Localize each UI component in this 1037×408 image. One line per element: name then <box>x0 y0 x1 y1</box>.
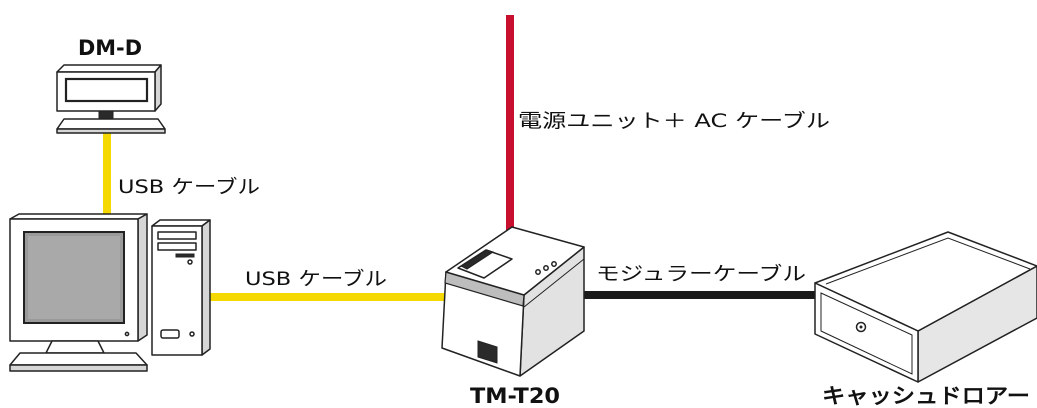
printer-connector-port <box>477 340 498 364</box>
printer-paper-slot <box>459 249 495 270</box>
printer-button-3 <box>551 261 557 267</box>
printer-button-1 <box>535 269 541 275</box>
cash-drawer <box>814 231 1037 383</box>
drawer-top-lip <box>825 237 1031 285</box>
monitor-screen-inner <box>28 236 120 319</box>
customer-display-label: DM-D <box>78 36 142 60</box>
tower-side-face <box>201 219 211 356</box>
monitor-stand-edge <box>9 364 148 372</box>
display-base-edge <box>56 128 166 134</box>
printer-button-2 <box>543 265 549 271</box>
printer-top-face <box>445 226 585 296</box>
tower-drive-slot <box>175 253 195 258</box>
display-screen <box>64 77 149 103</box>
tower-power-button <box>160 329 180 339</box>
tower-top-face <box>151 219 211 227</box>
tower-drive-bay-1 <box>157 231 197 240</box>
monitor-stand-base <box>9 352 148 366</box>
monitor-side-face <box>137 213 148 342</box>
customer-display-device <box>56 64 166 134</box>
drawer-front-face <box>814 282 919 383</box>
pc-usb-cable-label: USB ケーブル <box>245 267 387 290</box>
display-top-face <box>56 64 162 73</box>
tower-button <box>187 259 193 265</box>
drawer-front-panel <box>820 292 913 375</box>
display-usb-cable-label: USB ケーブル <box>118 175 260 198</box>
tower-drive-bay-2 <box>157 242 197 251</box>
drawer-keyhole-center <box>859 325 863 329</box>
receipt-printer <box>441 226 585 377</box>
printer-side-seam <box>523 258 585 308</box>
pc-tower <box>151 219 211 356</box>
monitor-stand-neck <box>45 340 105 354</box>
monitor-power-indicator <box>124 331 130 337</box>
display-side-face <box>154 64 162 112</box>
cash-drawer-label: キャッシュドロアー <box>822 384 1030 408</box>
pc-monitor <box>9 213 148 372</box>
printer-label: TM-T20 <box>470 384 560 408</box>
display-neck <box>98 110 114 120</box>
tower-reset-button <box>189 331 195 337</box>
modular-cable-label: モジュラーケーブル <box>596 262 806 285</box>
display-base-top <box>56 118 166 130</box>
power-cable-label: 電源ユニット＋ AC ケーブル <box>518 109 830 132</box>
